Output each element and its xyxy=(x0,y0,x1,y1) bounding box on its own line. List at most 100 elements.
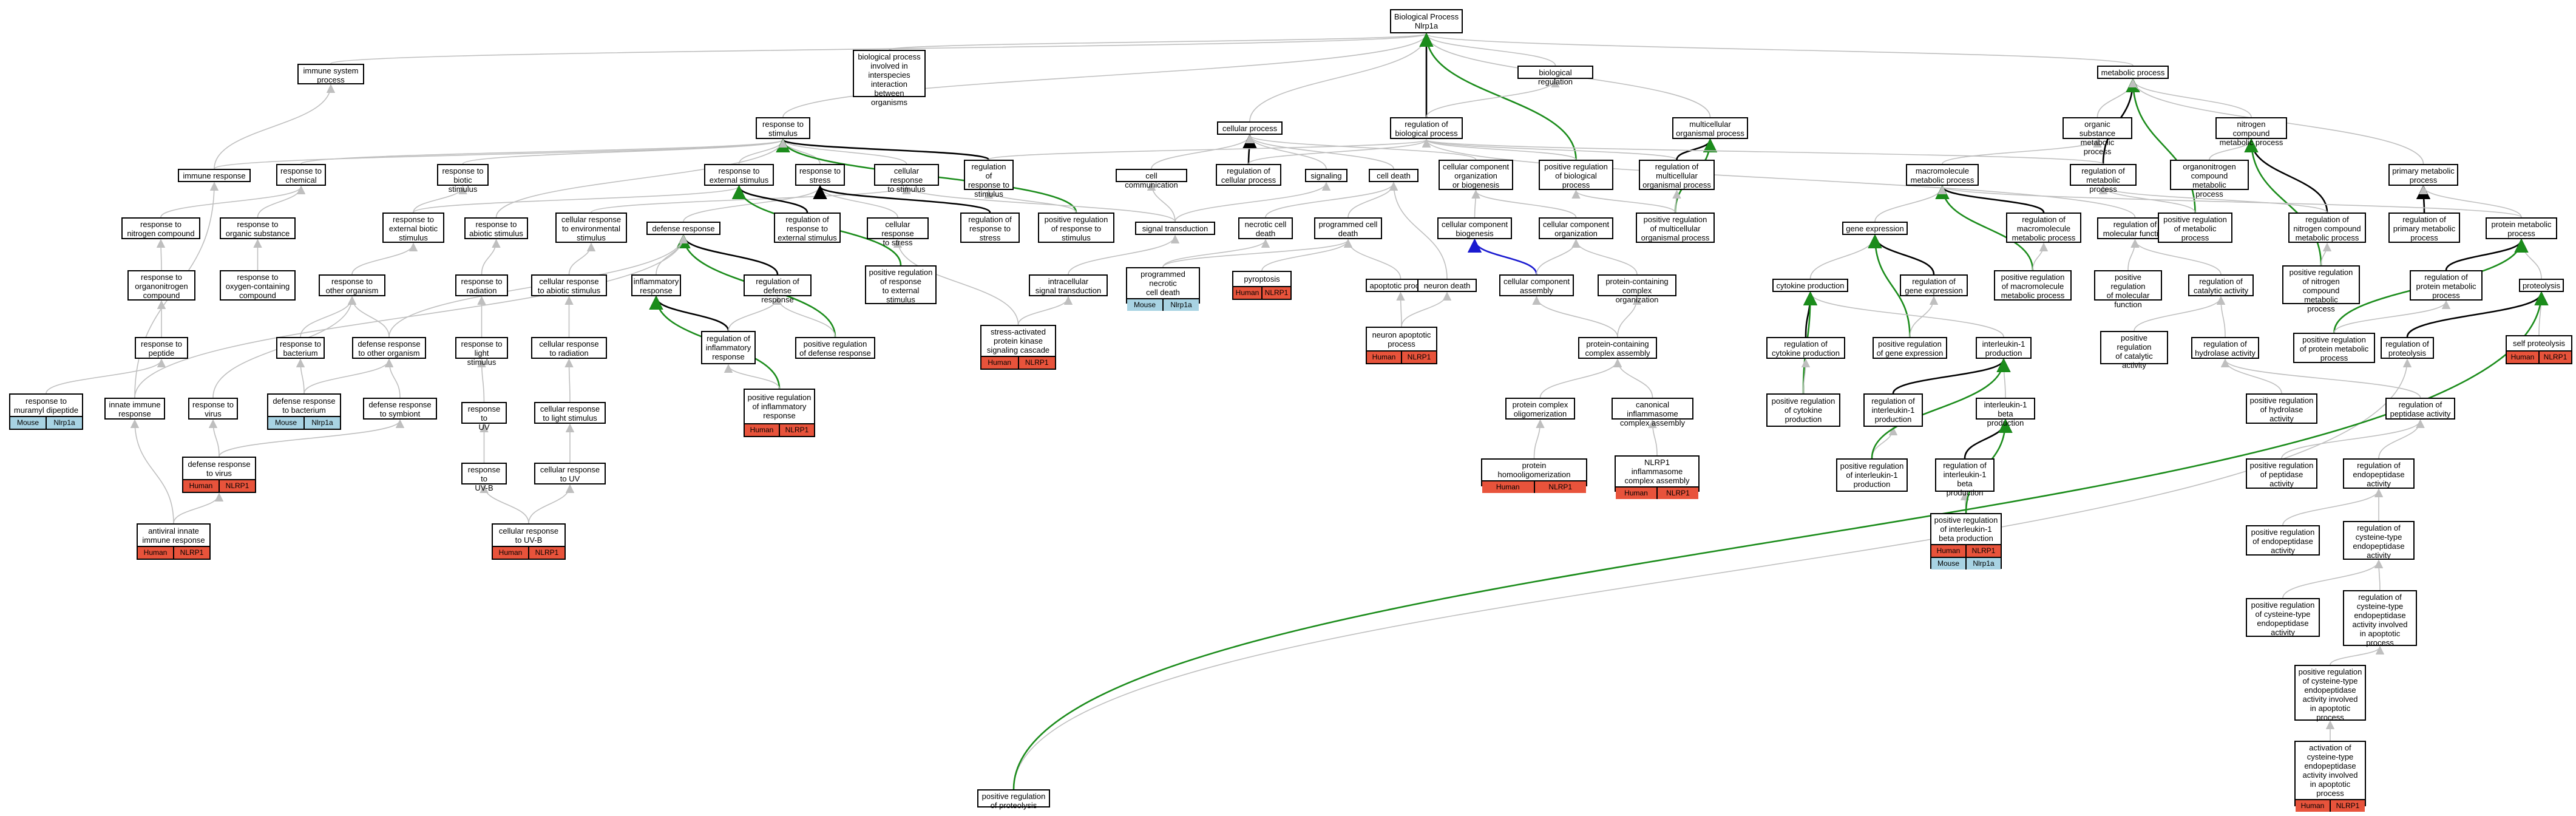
go-term-node[interactable]: regulation of cellular process xyxy=(1216,164,1281,186)
go-term-node[interactable]: stress-activated protein kinase signalin… xyxy=(980,325,1056,370)
go-term-node[interactable]: Biological Process Nlrp1a xyxy=(1390,9,1463,33)
go-term-node[interactable]: positive regulation of peptidase activit… xyxy=(2246,458,2317,489)
go-term-node[interactable]: protein-containing complex assembly xyxy=(1578,337,1657,359)
go-term-node[interactable]: regulation of cysteine-type endopeptidas… xyxy=(2343,590,2417,647)
go-term-node[interactable]: proteolysis xyxy=(2519,279,2564,292)
go-term-node[interactable]: response to external stimulus xyxy=(704,164,774,186)
go-term-node[interactable]: response to UV-B xyxy=(461,463,507,492)
go-term-node[interactable]: protein complex oligomerization xyxy=(1505,398,1575,420)
go-term-node[interactable]: response to external biotic stimulus xyxy=(382,212,444,243)
go-term-node[interactable]: regulation of metabolic process xyxy=(2070,164,2137,194)
go-term-node[interactable]: positive regulation of interleukin-1 pro… xyxy=(1836,458,1908,492)
go-term-node[interactable]: regulation of interleukin-1 beta product… xyxy=(1935,458,1995,497)
go-term-node[interactable]: cellular component assembly xyxy=(1499,274,1574,296)
go-term-node[interactable]: positive regulation of protein metabolic… xyxy=(2293,333,2375,363)
go-term-node[interactable]: regulation of response to external stimu… xyxy=(774,212,841,243)
go-term-node[interactable]: positive regulation of response to exter… xyxy=(865,265,937,304)
go-term-node[interactable]: regulation of cysteine-type endopeptidas… xyxy=(2343,521,2415,560)
go-term-node[interactable]: regulation of biological process xyxy=(1390,117,1463,139)
go-term-node[interactable]: positive regulation of gene expression xyxy=(1873,337,1947,359)
go-term-node[interactable]: cytokine production xyxy=(1772,279,1848,292)
go-term-node[interactable]: positive regulation of cysteine-type end… xyxy=(2246,598,2320,637)
go-term-node[interactable]: cellular response to stimulus xyxy=(874,164,939,194)
go-term-node[interactable]: positive regulation of hydrolase activit… xyxy=(2246,393,2317,424)
go-term-node[interactable]: primary metabolic process xyxy=(2388,164,2458,186)
go-term-node[interactable]: positive regulation of biological proces… xyxy=(1539,160,1613,190)
go-term-node[interactable]: cellular process xyxy=(1217,121,1283,135)
go-term-node[interactable]: cell death xyxy=(1369,169,1418,182)
go-term-node[interactable]: regulation of macromolecule metabolic pr… xyxy=(2006,212,2081,243)
go-term-node[interactable]: regulation of hydrolase activity xyxy=(2191,337,2259,359)
go-term-node[interactable]: biological regulation xyxy=(1517,66,1593,86)
go-term-node[interactable]: regulation of catalytic activity xyxy=(2188,274,2254,296)
go-term-node[interactable]: regulation of nitrogen compound metaboli… xyxy=(2288,212,2366,243)
go-term-node[interactable]: positive regulation of multicellular org… xyxy=(1636,212,1715,243)
go-term-node[interactable]: cellular response to environmental stimu… xyxy=(555,212,627,243)
go-term-node[interactable]: signal transduction xyxy=(1135,222,1215,235)
go-term-node[interactable]: immune system process xyxy=(297,64,364,84)
go-term-node[interactable]: organonitrogen compound metabolic proces… xyxy=(2170,160,2249,199)
go-term-node[interactable]: protein metabolic process xyxy=(2486,217,2557,239)
go-term-node[interactable]: necrotic cell death xyxy=(1238,217,1293,239)
go-term-node[interactable]: regulation of response to stimulus xyxy=(964,160,1014,199)
go-term-node[interactable]: intracellular signal transduction xyxy=(1029,274,1108,296)
go-term-node[interactable]: response to oxygen-containing compound xyxy=(220,270,296,301)
go-term-node[interactable]: innate immune response xyxy=(104,398,165,420)
go-term-node[interactable]: organic substance metabolic process xyxy=(2062,117,2132,156)
go-term-node[interactable]: regulation of inflammatory response xyxy=(701,331,756,364)
go-term-node[interactable]: cellular component biogenesis xyxy=(1437,217,1512,239)
go-term-node[interactable]: nitrogen compound metabolic process xyxy=(2215,117,2287,147)
go-term-node[interactable]: regulation of gene expression xyxy=(1900,274,1968,296)
go-term-node[interactable]: positive regulation of proteolysis xyxy=(977,789,1050,810)
go-term-node[interactable]: metabolic process xyxy=(2097,66,2169,79)
go-term-node[interactable]: positive regulation of interleukin-1 bet… xyxy=(1930,513,2002,570)
go-term-node[interactable]: programmed cell death xyxy=(1314,217,1382,239)
go-term-node[interactable]: defense response xyxy=(646,222,720,235)
go-term-node[interactable]: response to chemical xyxy=(276,164,326,186)
go-term-node[interactable]: regulation of proteolysis xyxy=(2381,337,2434,359)
go-term-node[interactable]: regulation of response to stress xyxy=(960,212,1020,243)
go-term-node[interactable]: positive regulation of metabolic process xyxy=(2158,212,2232,243)
go-term-node[interactable]: positive regulation of molecular functio… xyxy=(2094,270,2162,309)
go-term-node[interactable]: inflammatory response xyxy=(631,274,681,296)
go-term-node[interactable]: gene expression xyxy=(1842,222,1908,235)
go-term-node[interactable]: biological process involved in interspec… xyxy=(853,50,926,107)
go-term-node[interactable]: regulation of endopeptidase activity xyxy=(2343,458,2415,489)
go-term-node[interactable]: regulation of defense response xyxy=(744,274,812,304)
go-term-node[interactable]: positive regulation of endopeptidase act… xyxy=(2246,525,2320,556)
go-term-node[interactable]: regulation of cytokine production xyxy=(1766,337,1845,359)
go-term-node[interactable]: cellular response to light stimulus xyxy=(534,402,606,424)
go-term-node[interactable]: regulation of primary metabolic process xyxy=(2388,212,2460,243)
go-term-node[interactable]: response to radiation xyxy=(455,274,508,296)
go-term-node[interactable]: response to other organism xyxy=(319,274,385,296)
go-term-node[interactable]: regulation of multicellular organismal p… xyxy=(1639,160,1715,190)
go-term-node[interactable]: positive regulation of cytokine producti… xyxy=(1766,393,1840,427)
go-term-node[interactable]: positive regulation of nitrogen compound… xyxy=(2282,265,2360,313)
go-term-node[interactable]: positive regulation of defense response xyxy=(795,337,875,359)
go-term-node[interactable]: response to stress xyxy=(795,164,845,186)
go-term-node[interactable]: regulation of peptidase activity xyxy=(2385,398,2455,420)
go-term-node[interactable]: response to nitrogen compound xyxy=(121,217,200,239)
go-term-node[interactable]: multicellular organismal process xyxy=(1672,117,1748,139)
go-term-node[interactable]: positive regulation of inflammatory resp… xyxy=(744,389,815,437)
go-term-node[interactable]: response to organic substance xyxy=(220,217,296,239)
go-term-node[interactable]: response to bacterium xyxy=(276,337,325,359)
go-term-node[interactable]: cellular response to radiation xyxy=(531,337,607,359)
go-term-node[interactable]: response to organonitrogen compound xyxy=(127,270,195,301)
go-term-node[interactable]: signaling xyxy=(1305,169,1347,182)
go-term-node[interactable]: interleukin-1 beta production xyxy=(1976,398,2035,427)
go-term-node[interactable]: response to biotic stimulus xyxy=(437,164,489,194)
go-term-node[interactable]: neuron death xyxy=(1417,279,1477,292)
go-term-node[interactable]: macromolecule metabolic process xyxy=(1906,164,1979,186)
go-term-node[interactable]: cellular response to abiotic stimulus xyxy=(531,274,607,296)
go-term-node[interactable]: response to virus xyxy=(188,398,238,420)
